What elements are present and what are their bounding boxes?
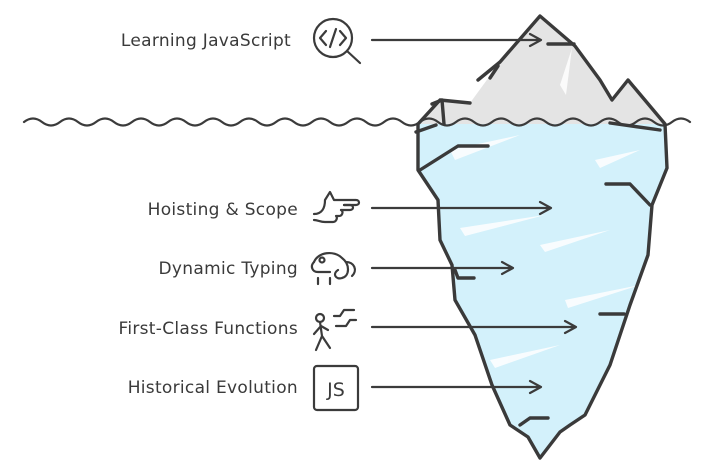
chameleon-icon — [310, 252, 356, 286]
water-line — [22, 117, 692, 127]
label-first-class-functions: First-Class Functions — [118, 319, 298, 339]
iceberg-cracks — [414, 42, 662, 427]
js-logo-icon: JS — [312, 364, 360, 412]
label-learning-javascript: Learning JavaScript — [120, 31, 291, 51]
svg-text:JS: JS — [326, 379, 345, 401]
iceberg-tip — [418, 16, 665, 124]
arrow-historical — [370, 379, 543, 395]
code-search-icon — [312, 17, 362, 65]
label-historical-evolution: Historical Evolution — [127, 378, 298, 398]
arrow-first-class — [370, 319, 578, 335]
ice-highlights — [450, 48, 640, 368]
walking-person-icon — [312, 308, 358, 352]
arrow-hoisting — [370, 200, 553, 216]
callout-arrows — [370, 32, 578, 395]
pointing-hand-icon — [312, 190, 361, 224]
arrow-dynamic — [370, 260, 515, 276]
label-hoisting-scope: Hoisting & Scope — [147, 200, 298, 220]
label-dynamic-typing: Dynamic Typing — [158, 259, 298, 279]
arrow-learning — [370, 32, 543, 48]
